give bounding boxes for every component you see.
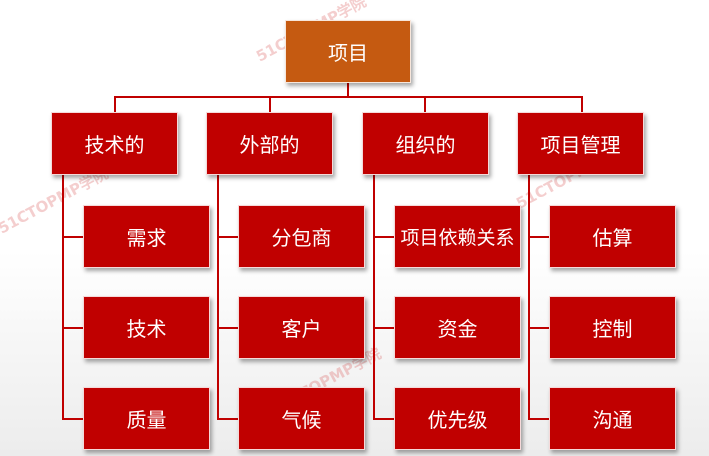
branch xyxy=(528,236,550,238)
leaf-node: 客户 xyxy=(238,296,365,359)
connector-root-down xyxy=(347,83,349,97)
leaf-node: 气候 xyxy=(238,387,365,450)
branch xyxy=(62,418,84,420)
leaf-node: 资金 xyxy=(394,296,521,359)
leaf-node: 项目依赖关系 xyxy=(394,205,521,268)
leaf-node: 沟通 xyxy=(549,387,676,450)
branch xyxy=(373,236,395,238)
branch xyxy=(62,327,84,329)
leaf-node: 质量 xyxy=(83,387,210,450)
leaf-node: 控制 xyxy=(549,296,676,359)
root-node: 项目 xyxy=(285,20,411,83)
spine-col1 xyxy=(62,175,64,419)
branch xyxy=(373,418,395,420)
connector-horizontal-bar xyxy=(114,96,583,98)
category-node: 外部的 xyxy=(206,112,333,175)
leaf-node: 分包商 xyxy=(238,205,365,268)
branch xyxy=(528,418,550,420)
leaf-node: 优先级 xyxy=(394,387,521,450)
connector-cat1-up xyxy=(114,96,116,112)
branch xyxy=(373,327,395,329)
branch xyxy=(528,327,550,329)
branch xyxy=(62,236,84,238)
branch xyxy=(217,236,239,238)
spine-col2 xyxy=(217,175,219,419)
category-node: 项目管理 xyxy=(517,112,644,175)
branch xyxy=(217,327,239,329)
leaf-node: 技术 xyxy=(83,296,210,359)
category-node: 技术的 xyxy=(51,112,178,175)
leaf-node: 需求 xyxy=(83,205,210,268)
connector-cat2-up xyxy=(269,96,271,112)
category-node: 组织的 xyxy=(362,112,489,175)
connector-cat3-up xyxy=(424,96,426,112)
spine-col4 xyxy=(528,175,530,419)
spine-col3 xyxy=(373,175,375,419)
branch xyxy=(217,418,239,420)
connector-cat4-up xyxy=(581,96,583,112)
leaf-node: 估算 xyxy=(549,205,676,268)
